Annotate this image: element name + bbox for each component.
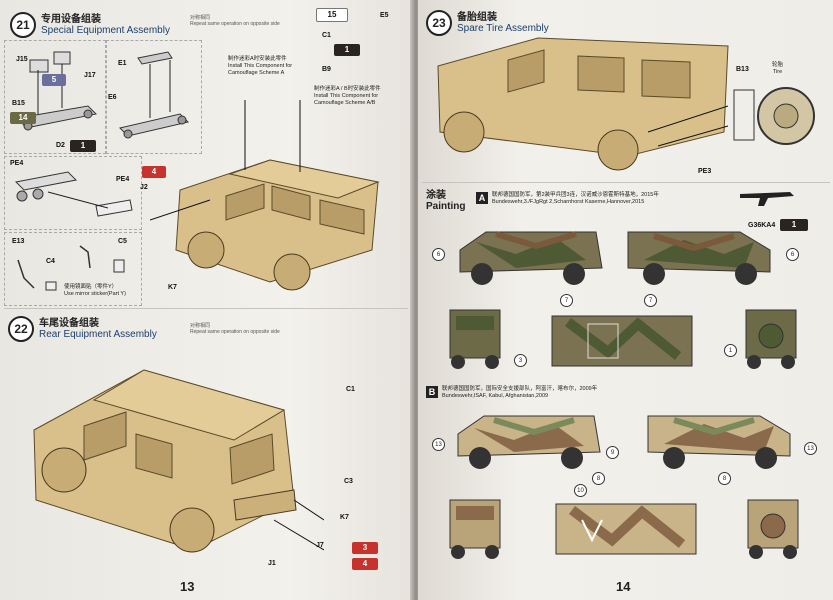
page-number: 14 xyxy=(616,579,631,594)
subassembly-box-e13 xyxy=(4,232,142,306)
step-title: 车尾设备组装 Rear Equipment Assembly xyxy=(39,318,157,340)
part-label: J7 xyxy=(316,542,324,549)
part-label: J15 xyxy=(16,56,28,63)
part-label: C1 xyxy=(346,386,355,393)
color-callout: 8 xyxy=(718,472,731,485)
part-label: J17 xyxy=(84,72,96,79)
rifle-drawing xyxy=(740,192,794,206)
part-label: PE4 xyxy=(116,176,130,183)
step-22-header: 22 车尾设备组装 Rear Equipment Assembly xyxy=(8,316,157,342)
bumper-subassembly-drawing xyxy=(17,51,98,131)
color-callout: 13 xyxy=(432,438,445,451)
part-label: PE4 xyxy=(10,160,24,167)
step-number: 23 xyxy=(426,10,452,36)
scheme-b-rear-view xyxy=(747,499,799,559)
spare-tire-drawing xyxy=(733,87,815,145)
mirror-sticker-note: 使用镜面贴（零件Y） Use mirror sticker(Part Y) xyxy=(64,284,126,297)
page-14: 23 备胎组装 Spare Tire Assembly B13 PE3 轮胎 T… xyxy=(418,0,833,600)
scheme-a-front-view xyxy=(449,309,501,369)
scheme-b-badge: B xyxy=(426,386,438,398)
part-label: PE3 xyxy=(698,168,712,175)
roof-rack-subassembly-drawing xyxy=(119,51,189,139)
weapon-label: G36KA4 xyxy=(748,222,776,229)
tire-label: 轮胎 Tire xyxy=(772,62,784,75)
part-label: J1 xyxy=(268,560,276,567)
page-13: 21 专用设备组装 Special Equipment Assembly 对称相… xyxy=(0,0,414,600)
color-callout: 13 xyxy=(804,442,817,455)
step-number: 22 xyxy=(8,316,34,342)
part-label: E6 xyxy=(108,94,117,101)
part-label: C3 xyxy=(344,478,353,485)
part-number-tag: 1 xyxy=(780,219,808,231)
scheme-a-rear-view xyxy=(745,309,797,369)
part-label: J2 xyxy=(140,184,148,191)
color-callout: 10 xyxy=(574,484,587,497)
part-label: E13 xyxy=(12,238,25,245)
part-number-tag: 4 xyxy=(352,558,378,570)
painting-title: 涂装 Painting xyxy=(426,190,466,212)
part-label: C4 xyxy=(46,258,55,265)
part-number-tag: 5 xyxy=(42,74,66,86)
scheme-b-top-view xyxy=(555,503,697,555)
symmetry-note: 对称相同 Repeat same operation on opposite s… xyxy=(190,323,280,335)
part-label: E5 xyxy=(380,12,389,19)
part-number-tag: 1 xyxy=(334,44,360,56)
subassembly-box-pe4 xyxy=(4,156,142,230)
part-label: D2 xyxy=(56,142,65,149)
color-callout: 1 xyxy=(724,344,737,357)
part-label: K7 xyxy=(168,284,177,291)
part-number-tag: 15 xyxy=(316,8,348,22)
part-number-tag: 14 xyxy=(10,112,36,124)
install-note-scheme-ab: 制作迷彩A / B时安装此零件 Install This Component f… xyxy=(314,86,381,106)
scheme-b-caption: 联邦德国国防军，国际安全支援部队，阿富汗，喀布尔，2009年 Bundesweh… xyxy=(442,386,598,399)
step-number: 21 xyxy=(10,12,36,38)
part-number-tag: 4 xyxy=(142,166,166,178)
scheme-a-badge: A xyxy=(476,192,488,204)
part-number-tag: 3 xyxy=(352,542,378,554)
step-divider xyxy=(4,308,408,309)
scheme-a-top-view xyxy=(551,315,693,367)
part-number-tag: 1 xyxy=(70,140,96,152)
install-note-scheme-a: 制作迷彩A时安装此零件 Install This Component for C… xyxy=(228,56,293,76)
step23-vehicle-drawing xyxy=(437,37,729,171)
step21-vehicle-drawing xyxy=(150,100,380,291)
page-number: 13 xyxy=(180,579,195,594)
step-title: 专用设备组装 Special Equipment Assembly xyxy=(41,14,170,36)
step22-vehicle-drawing xyxy=(33,369,324,553)
color-callout: 6 xyxy=(786,248,799,261)
scheme-b-front-view xyxy=(449,499,501,559)
part-label: C1 xyxy=(322,32,331,39)
color-callout: 3 xyxy=(514,354,527,367)
subassembly-box-e1 xyxy=(106,40,202,154)
step-title: 备胎组装 Spare Tire Assembly xyxy=(457,12,549,34)
symmetry-note: 对称相同 Repeat same operation on opposite s… xyxy=(190,15,280,27)
part-label: B13 xyxy=(736,66,749,73)
step-21-header: 21 专用设备组装 Special Equipment Assembly xyxy=(10,12,170,38)
part-label: B15 xyxy=(12,100,25,107)
scheme-a-right-profile xyxy=(627,231,771,285)
scheme-b-right-profile xyxy=(647,415,791,469)
part-label: E1 xyxy=(118,60,127,67)
part-label: C5 xyxy=(118,238,127,245)
color-callout: 7 xyxy=(644,294,657,307)
part-label: B9 xyxy=(322,66,331,73)
color-callout: 8 xyxy=(592,472,605,485)
section-divider xyxy=(422,182,830,183)
scheme-a-left-profile xyxy=(459,231,603,285)
color-callout: 7 xyxy=(560,294,573,307)
color-callout: 6 xyxy=(432,248,445,261)
color-callout: 9 xyxy=(606,446,619,459)
step-23-header: 23 备胎组装 Spare Tire Assembly xyxy=(426,10,549,36)
subassembly-box-j15 xyxy=(4,40,106,154)
pe4-subassembly-drawing xyxy=(14,171,133,217)
mirror-subassembly-drawing xyxy=(17,245,125,291)
part-label: K7 xyxy=(340,514,349,521)
scheme-b-left-profile xyxy=(457,415,601,469)
scheme-a-caption: 联邦德国国防军，第2装甲兵团3连，汉诺威沙恩霍斯特基地，2015年 Bundes… xyxy=(492,192,659,205)
